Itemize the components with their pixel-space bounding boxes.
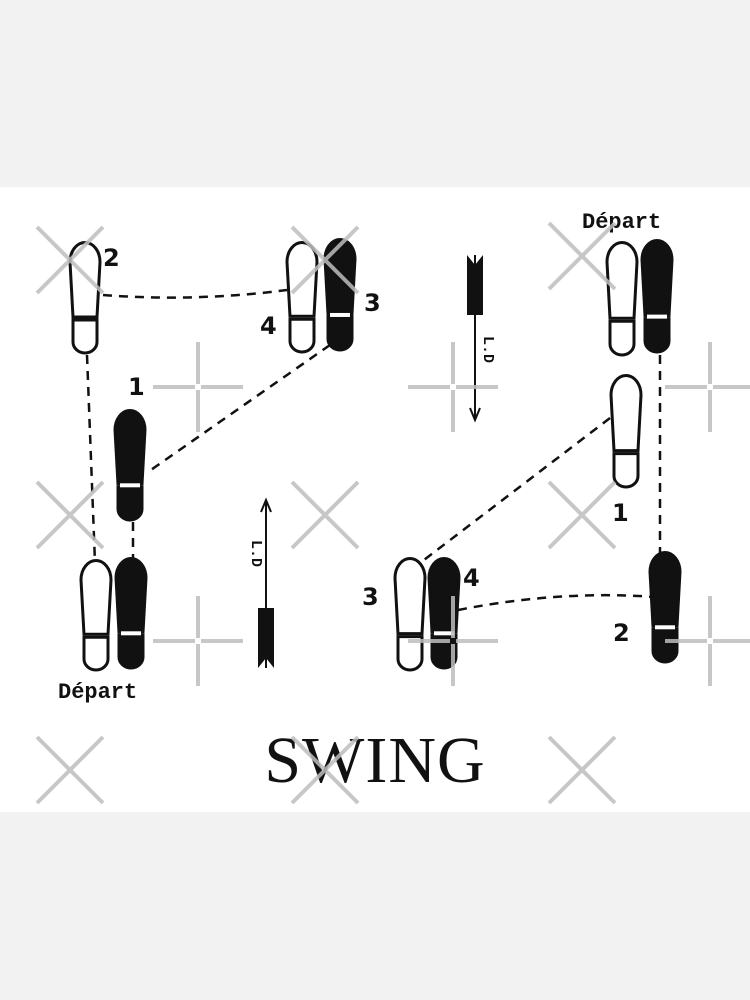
watermark-x-icon [290,225,360,295]
right-start-left-foot-footprint-icon [605,241,639,357]
left-step-2-label: 2 [103,244,120,272]
watermark-x-icon [35,735,105,805]
right-step-1-label: 1 [612,499,629,527]
left-path-2-to-4-dashed-line [102,288,288,299]
watermark-x-icon [547,735,617,805]
left-foot-step-4-footprint-icon [285,241,319,354]
right-step-3-foot-footprint-icon [393,557,427,672]
watermark-x-icon [290,480,360,550]
diagram-title: SWING [264,724,485,797]
right-step-2-label: 2 [613,619,630,647]
right-direction-label: L.D [479,336,496,363]
left-step-1-label: 1 [128,373,145,401]
watermark-plus-icon [665,342,750,432]
watermark-plus-icon [665,596,750,686]
watermark-x-icon [290,735,360,805]
right-step-3-label: 3 [362,583,379,611]
watermark-plus-icon [153,596,243,686]
right-path-1-to-3-dashed-line [419,417,611,564]
right-line-of-dance-arrow-down-icon [467,255,483,423]
right-start-right-foot-footprint-icon [640,239,674,354]
left-line-of-dance-arrow-up-icon [258,497,274,668]
left-step-4-label: 4 [260,312,277,340]
watermark-x-icon [547,221,617,291]
right-step-4-label: 4 [463,564,480,592]
watermark-x-icon [547,480,617,550]
right-start-label: Départ [582,210,661,235]
left-start-label: Départ [58,680,137,705]
watermark-plus-icon [153,342,243,432]
watermark-plus-icon [408,596,498,686]
right-path-4-to-2-dashed-line [457,593,656,612]
right-step-1-foot-footprint-icon [609,374,643,489]
left-start-left-foot-step-2-footprint-icon [68,241,102,355]
left-direction-label: L.D [247,540,264,567]
watermark-plus-icon [408,342,498,432]
left-start-right-foot-footprint-icon [114,557,148,670]
left-path-2-to-start-dashed-line [85,354,97,564]
watermark-x-icon [35,480,105,550]
watermark-x-icon [35,225,105,295]
right-foot-step-1-footprint-icon [113,409,147,522]
left-step-3-label: 3 [364,289,381,317]
right-step-2-foot-footprint-icon [648,551,682,664]
left-start-left-foot-footprint-icon [79,559,113,672]
left-path-3-to-1-dashed-line [147,343,331,474]
